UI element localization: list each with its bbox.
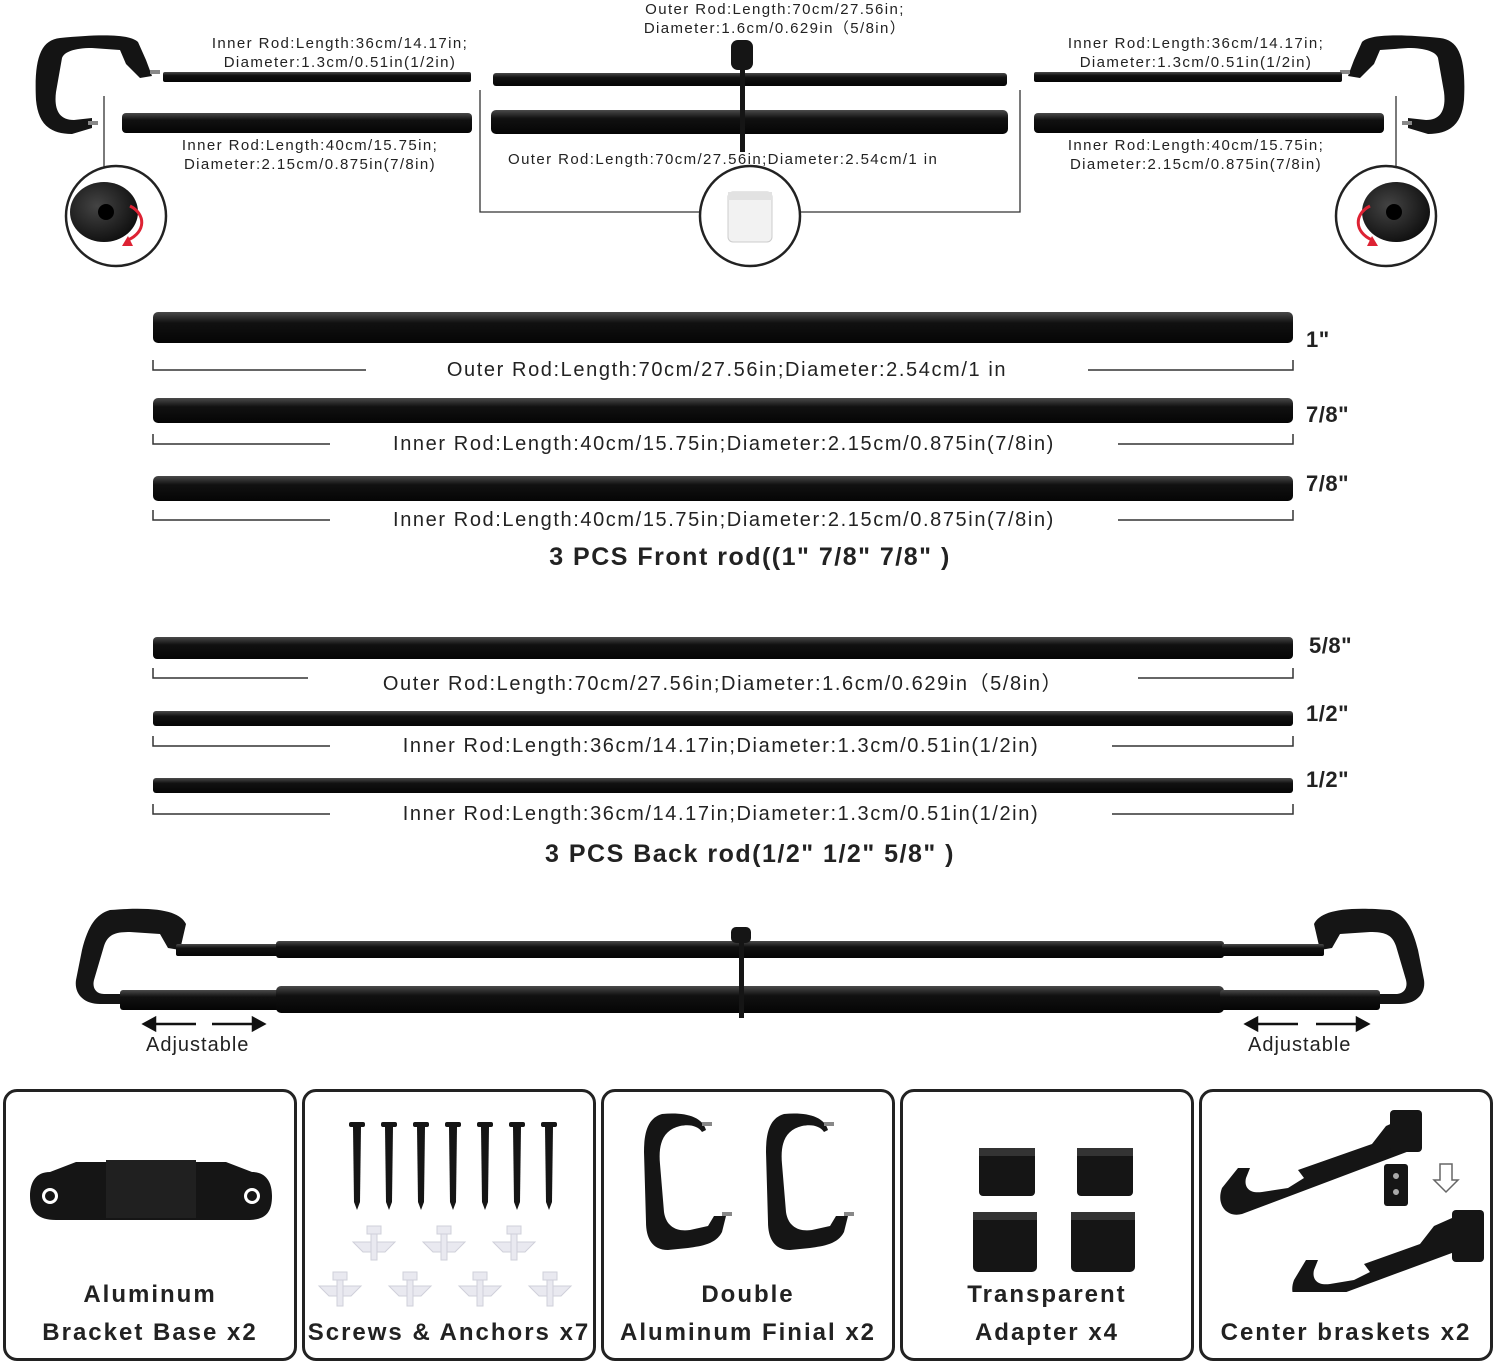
front-rod-2-size: 7/8" bbox=[1306, 402, 1350, 427]
center-bottom-label: Outer Rod:Length:70cm/27.56in;Diameter:2… bbox=[508, 151, 939, 168]
back-rods-caption: 3 PCS Back rod(1/2" 1/2" 5/8" ) bbox=[545, 840, 955, 868]
left-finial bbox=[35, 35, 160, 134]
left-bottom-label-line1: Inner Rod:Length:40cm/15.75in; bbox=[181, 137, 439, 154]
left-top-inner-rod bbox=[163, 72, 471, 82]
right-bottom-label: Inner Rod:Length:40cm/15.75in; Diameter:… bbox=[1026, 136, 1366, 174]
front-rod-3-bar bbox=[153, 476, 1293, 501]
right-bottom-label-line1: Inner Rod:Length:40cm/15.75in; bbox=[1067, 137, 1325, 154]
left-top-label-line2: Diameter:1.3cm/0.51in(1/2in) bbox=[223, 54, 457, 71]
screw-icon bbox=[477, 1122, 493, 1210]
anchor-icon bbox=[317, 1271, 363, 1307]
right-top-label-line2: Diameter:1.3cm/0.51in(1/2in) bbox=[1079, 54, 1313, 71]
left-bottom-label-line2: Diameter:2.15cm/0.875in(7/8in) bbox=[183, 156, 437, 173]
part-panel-bracket-base: Aluminum Bracket Base x2 bbox=[3, 1089, 297, 1361]
part-adapter-line1: Transparent bbox=[967, 1281, 1127, 1308]
front-rod-3-size: 7/8" bbox=[1306, 471, 1350, 496]
adapter-icon bbox=[973, 1148, 1135, 1272]
part-panel-screws: Screws & Anchors x7 bbox=[302, 1089, 596, 1361]
screws-anchors-icon bbox=[317, 1122, 573, 1307]
finial-icon bbox=[644, 1113, 854, 1250]
part-screws-line2: Screws & Anchors x7 bbox=[307, 1319, 591, 1346]
anchor-icon bbox=[527, 1271, 573, 1307]
front-rod-1-label: Outer Rod:Length:70cm/27.56in;Diameter:2… bbox=[446, 359, 1008, 381]
right-bottom-inner-rod bbox=[1034, 113, 1384, 133]
left-bottom-label: Inner Rod:Length:40cm/15.75in; Diameter:… bbox=[140, 136, 480, 174]
center-bottom-outer-rod bbox=[491, 110, 1008, 134]
part-finial-line2: Aluminum Finial x2 bbox=[619, 1319, 877, 1346]
back-rod-1-label: Outer Rod:Length:70cm/27.56in;Diameter:1… bbox=[382, 673, 1064, 695]
front-rod-2-label: Inner Rod:Length:40cm/15.75in;Diameter:2… bbox=[393, 433, 1055, 455]
left-top-label: Inner Rod:Length:36cm/14.17in; Diameter:… bbox=[170, 34, 510, 72]
front-rod-1-bar bbox=[153, 312, 1293, 343]
center-bracket-top bbox=[731, 40, 753, 152]
front-rod-1-size: 1" bbox=[1306, 327, 1330, 352]
right-top-label-line1: Inner Rod:Length:36cm/14.17in; bbox=[1067, 35, 1325, 52]
screw-icon bbox=[541, 1122, 557, 1210]
anchor-icon bbox=[457, 1271, 503, 1307]
back-rod-1-size: 5/8" bbox=[1309, 633, 1353, 658]
screw-icon bbox=[509, 1122, 525, 1210]
back-rod-1-bar bbox=[153, 637, 1293, 659]
part-bracket-base-line2: Bracket Base x2 bbox=[42, 1319, 258, 1346]
assembled-rod bbox=[75, 908, 1425, 1018]
right-top-label: Inner Rod:Length:36cm/14.17in; Diameter:… bbox=[1026, 34, 1366, 72]
anchor-icon bbox=[491, 1225, 537, 1261]
front-rod-3-label: Inner Rod:Length:40cm/15.75in;Diameter:2… bbox=[393, 509, 1055, 531]
screw-icon bbox=[381, 1122, 397, 1210]
back-rod-3-size: 1/2" bbox=[1306, 767, 1350, 792]
left-bottom-inner-rod bbox=[122, 113, 472, 133]
back-rod-3-label: Inner Rod:Length:36cm/14.17in;Diameter:1… bbox=[402, 803, 1040, 825]
front-rod-2-bar bbox=[153, 398, 1293, 423]
screw-icon bbox=[349, 1122, 365, 1210]
center-top-label: Outer Rod:Length:70cm/27.56in; Diameter:… bbox=[600, 0, 950, 38]
anchor-icon bbox=[421, 1225, 467, 1261]
center-bracket-icon bbox=[1220, 1110, 1484, 1292]
part-panel-adapter: Transparent Adapter x4 bbox=[900, 1089, 1194, 1361]
screw-icon bbox=[413, 1122, 429, 1210]
right-adjustable-label: Adjustable bbox=[1248, 1034, 1352, 1056]
right-top-inner-rod bbox=[1034, 72, 1342, 82]
anchor-icon bbox=[387, 1271, 433, 1307]
center-top-label-line1: Outer Rod:Length:70cm/27.56in; bbox=[645, 1, 905, 18]
back-rod-2-label: Inner Rod:Length:36cm/14.17in;Diameter:1… bbox=[402, 735, 1040, 757]
center-top-label-line2: Diameter:1.6cm/0.629in（5/8in） bbox=[643, 20, 907, 37]
down-arrow-icon bbox=[1432, 1163, 1460, 1194]
back-rod-2-size: 1/2" bbox=[1306, 701, 1350, 726]
anchor-icon bbox=[351, 1225, 397, 1261]
center-top-outer-rod bbox=[493, 73, 1007, 86]
back-rod-3-bar bbox=[153, 778, 1293, 793]
right-cap-detail bbox=[1334, 164, 1438, 268]
part-panel-finial: Double Aluminum Finial x2 bbox=[601, 1089, 895, 1361]
part-bracket-base-line1: Aluminum bbox=[83, 1281, 217, 1308]
part-finial-line1: Double bbox=[701, 1281, 795, 1308]
part-panel-center-bracket: Center braskets x2 bbox=[1199, 1089, 1493, 1361]
left-adjust-arrows bbox=[141, 1015, 267, 1033]
left-adjustable-label: Adjustable bbox=[146, 1034, 250, 1056]
part-adapter-line2: Adapter x4 bbox=[974, 1319, 1120, 1346]
left-top-label-line1: Inner Rod:Length:36cm/14.17in; bbox=[211, 35, 469, 52]
left-cap-detail bbox=[64, 164, 168, 268]
right-bottom-label-line2: Diameter:2.15cm/0.875in(7/8in) bbox=[1069, 156, 1323, 173]
bracket-base-icon bbox=[30, 1160, 272, 1220]
screw-icon bbox=[445, 1122, 461, 1210]
adapter-detail bbox=[698, 164, 802, 268]
right-adjust-arrows bbox=[1243, 1015, 1371, 1033]
part-center-bracket-line2: Center braskets x2 bbox=[1220, 1319, 1472, 1346]
front-rods-caption: 3 PCS Front rod((1" 7/8" 7/8" ) bbox=[549, 543, 951, 571]
back-rod-2-bar bbox=[153, 711, 1293, 726]
right-finial bbox=[1340, 35, 1465, 134]
